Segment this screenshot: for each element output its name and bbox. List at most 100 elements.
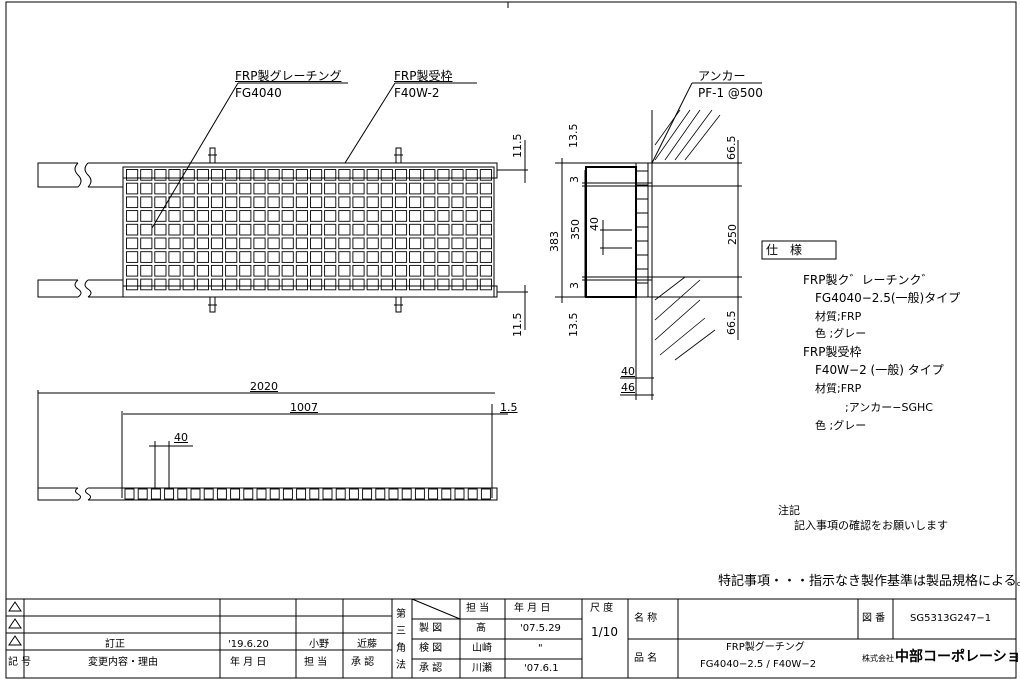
dim-2020: 2020 (250, 380, 278, 393)
grating-cell (281, 223, 294, 236)
head-content: 変更内容・理由 (88, 657, 158, 668)
grating-cell (253, 264, 266, 277)
plan-view (37, 82, 528, 330)
grating-cell (196, 182, 209, 195)
dim-13-5-top: 13.5 (567, 123, 580, 149)
dim-40-section: 40 (588, 217, 601, 231)
hatch-line (684, 114, 721, 161)
grating-cell (310, 251, 323, 263)
rev-date: '19.6.20 (228, 639, 269, 650)
grating-cell (295, 237, 308, 250)
grating-cell (295, 169, 308, 181)
drawing-no-label: 図 番 (862, 613, 886, 624)
grating-cell (465, 237, 478, 250)
dim-383: 383 (548, 231, 561, 252)
grating-cell (366, 182, 379, 195)
grating-cell (409, 251, 422, 263)
grating-cell (394, 210, 408, 222)
grating-cell (140, 182, 153, 195)
grating-bar (124, 488, 135, 500)
grating-cell (310, 196, 323, 209)
grating-cell (366, 169, 379, 181)
head-charge: 担 当 (304, 657, 328, 668)
grating-bar (441, 488, 452, 500)
grating-cell (451, 237, 464, 250)
grating-cell (451, 223, 464, 236)
product-line-2: FG4040−2.5 / F40W−2 (700, 659, 817, 670)
grating-cell (126, 264, 139, 277)
grating-cell (267, 251, 280, 263)
grating-cell (210, 251, 224, 263)
grating-cell (380, 223, 393, 236)
grating-cell (394, 278, 408, 291)
role-draw: 製 図 (419, 623, 443, 634)
name-draw: 髙 (476, 623, 486, 634)
rev-person: 小野 (309, 639, 329, 650)
grating-cell (182, 182, 195, 195)
company-prefix: 株式会社 (862, 654, 894, 663)
grating-bar (177, 488, 188, 500)
grating-cell (196, 196, 209, 209)
grating-cell (451, 210, 464, 222)
grating-cell (380, 251, 393, 263)
grating-cell (168, 182, 181, 195)
grating-cell (324, 251, 337, 263)
grating-cell (239, 182, 252, 195)
grating-cell (154, 196, 167, 209)
grating-cell (295, 196, 308, 209)
grating-cell (479, 182, 492, 195)
grating-cell (225, 264, 238, 277)
grating-bar (348, 488, 359, 500)
grating-cell (196, 278, 209, 291)
grating-cell (451, 169, 464, 181)
grating-cell (126, 278, 139, 291)
grating-code-label: FG4040 (235, 86, 282, 100)
spec-heading: 仕 様 (766, 243, 803, 257)
grating-cell (380, 210, 393, 222)
name-approve: 川瀬 (472, 663, 492, 674)
grating-bar (309, 488, 320, 500)
grating-cell (126, 237, 139, 250)
grating-cell (338, 278, 351, 291)
grating-cell (182, 237, 195, 250)
grating-cell (196, 169, 209, 181)
grating-cell (479, 237, 492, 250)
grating-cell (380, 264, 393, 277)
grating-cell (394, 196, 408, 209)
grating-cell (210, 210, 224, 222)
grating-cell (451, 182, 464, 195)
grating-cell (437, 169, 450, 181)
grating-bar (150, 488, 161, 500)
grating-cell (437, 251, 450, 263)
grating-cell (154, 169, 167, 181)
grating-cell (154, 278, 167, 291)
grating-cell (338, 169, 351, 181)
grating-cell (281, 196, 294, 209)
dim-250: 250 (726, 224, 739, 245)
name-label: 名 称 (634, 613, 658, 624)
grating-bar (428, 488, 439, 500)
grating-cell (253, 196, 266, 209)
hatch-line (664, 109, 701, 161)
grating-cell (225, 223, 238, 236)
grating-cell (239, 223, 252, 236)
grating-cell (239, 237, 252, 250)
grating-bar (256, 488, 267, 500)
grating-cell (409, 196, 422, 209)
name-check: 山崎 (472, 643, 492, 654)
anchor-name-label: アンカー (698, 69, 746, 83)
spec-line-4: 色 ;グレー (815, 327, 867, 340)
grating-cell (126, 251, 139, 263)
grating-cell (338, 210, 351, 222)
hatch-line (674, 109, 713, 161)
grating-cell (479, 251, 492, 263)
dim-40-bottom: 40 (621, 365, 635, 378)
grating-cell (182, 264, 195, 277)
grating-cell (380, 169, 393, 181)
grating-cell (210, 264, 224, 277)
frame-code-label: F40W-2 (394, 86, 440, 100)
grating-cell (394, 237, 408, 250)
grating-cell (437, 223, 450, 236)
grating-name-label: FRP製グレーチング (235, 69, 342, 83)
